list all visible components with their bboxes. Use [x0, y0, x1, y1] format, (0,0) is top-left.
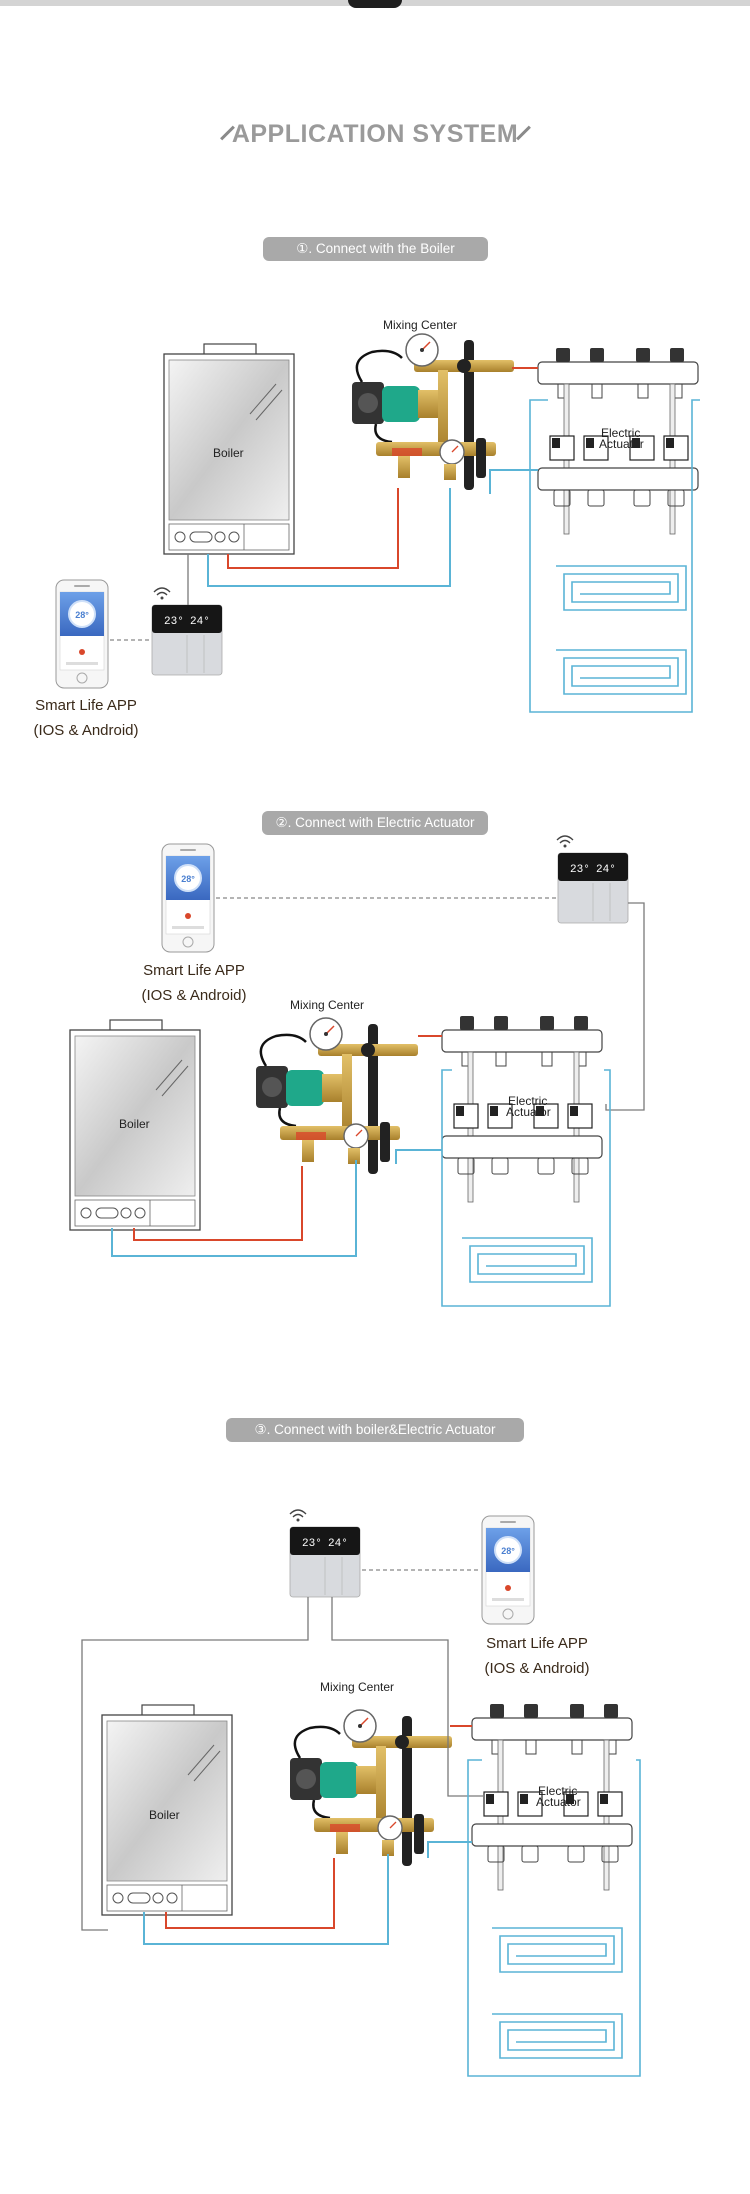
app-name: Smart Life APP [35, 697, 137, 714]
actuator-label-line2: Actuator [506, 1105, 551, 1119]
app-platforms: (IOS & Android) [141, 987, 247, 1004]
app-caption: Smart Life APP (IOS & Android) [126, 958, 262, 1008]
wifi-icon [556, 835, 574, 849]
app-name: Smart Life APP [143, 962, 245, 979]
phone-icon [161, 843, 215, 953]
section-2-diagram [69, 835, 645, 1307]
actuator-label-line1: Electric [601, 426, 641, 440]
mixing-center-icon [254, 1016, 420, 1176]
thermostat-icon [557, 852, 629, 924]
boiler-label: Boiler [213, 446, 244, 460]
app-caption: Smart Life APP (IOS & Android) [18, 693, 154, 743]
app-caption: Smart Life APP (IOS & Android) [469, 1631, 605, 1681]
phone-icon [55, 579, 109, 689]
page-title: APPLICATION SYSTEM [231, 120, 519, 148]
mixing-center-icon [350, 332, 516, 492]
wifi-icon [153, 587, 171, 601]
thermostat-icon [289, 1526, 361, 1598]
mixing-center-label: Mixing Center [290, 998, 365, 1012]
section-2-pill: ②. Connect with Electric Actuator [262, 811, 488, 835]
section-3-diagram [81, 1509, 641, 2077]
app-name: Smart Life APP [486, 1635, 588, 1652]
actuator-label-line2: Actuator [536, 1795, 581, 1809]
phone-icon [481, 1515, 535, 1625]
mixing-center-label: Mixing Center [320, 1680, 395, 1694]
actuator-label-line1: Electric [508, 1094, 548, 1108]
mixing-center-label: Mixing Center [383, 318, 458, 332]
section-1-diagram [55, 332, 700, 713]
app-platforms: (IOS & Android) [33, 722, 139, 739]
thermostat-icon [151, 604, 223, 676]
boiler-label: Boiler [119, 1117, 150, 1131]
app-platforms: (IOS & Android) [484, 1660, 590, 1677]
section-1-pill: ①. Connect with the Boiler [263, 237, 488, 261]
actuator-label-line2: Actuator [599, 437, 644, 451]
section-3-pill: ③. Connect with boiler&Electric Actuator [226, 1418, 524, 1442]
top-notch [348, 0, 402, 8]
wifi-icon [289, 1509, 307, 1523]
actuator-label-line1: Electric [538, 1784, 578, 1798]
boiler-label: Boiler [149, 1808, 180, 1822]
